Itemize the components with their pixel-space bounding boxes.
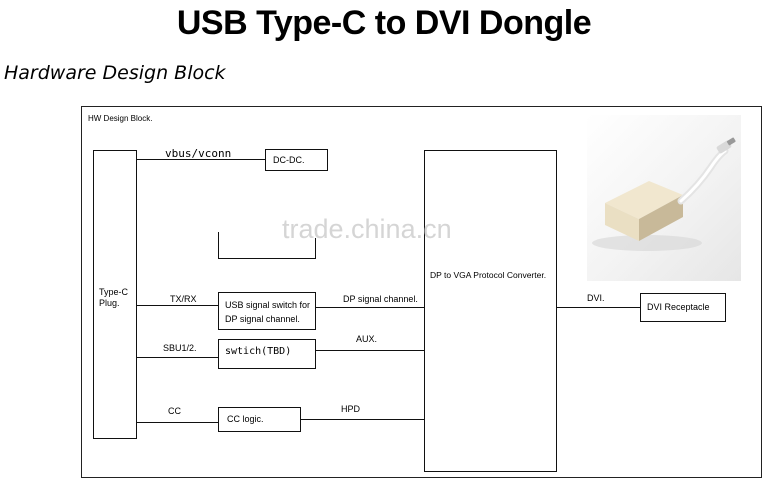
cc-line (137, 422, 218, 423)
dp-vga-converter-block (424, 150, 557, 472)
aux-label: AUX. (356, 334, 378, 344)
sbu-line (137, 357, 218, 358)
product-photo (587, 115, 741, 281)
cc-label: CC (168, 406, 181, 416)
empty-box-bottom (218, 258, 316, 259)
watermark: trade.china.cn (282, 214, 452, 244)
dp-channel-label: DP signal channel. (343, 294, 418, 304)
hpd-line (301, 419, 424, 420)
frame-label: HW Design Block. (88, 114, 153, 123)
vbus-label: vbus/vconn (165, 147, 232, 160)
empty-box-left (218, 232, 219, 259)
cc-logic-label: CC logic. (227, 414, 264, 424)
usb-switch-block (218, 292, 316, 330)
page-subtitle: Hardware Design Block (4, 62, 226, 84)
dvi-label: DVI. (587, 293, 605, 303)
dvi-receptacle-block (640, 293, 726, 322)
page-title: USB Type-C to DVI Dongle (176, 4, 592, 42)
aux-line (316, 350, 424, 351)
swtich-label: swtich(TBD) (225, 346, 292, 357)
usb-switch-label-line1: USB signal switch for (225, 300, 311, 310)
hw-design-frame (81, 106, 762, 478)
dp-vga-converter-label: DP to VGA Protocol Converter. (430, 270, 547, 280)
vbus-line (137, 159, 265, 160)
dc-dc-block (265, 149, 328, 171)
dc-dc-label: DC-DC. (273, 155, 305, 165)
sbu-label: SBU1/2. (163, 343, 197, 353)
swtich-block (218, 339, 316, 369)
empty-box-right (315, 238, 316, 259)
tx-rx-label: TX/RX (170, 294, 197, 304)
dvi-line (557, 307, 640, 308)
usb-switch-label-line2: DP signal channel. (225, 314, 300, 324)
hpd-label: HPD (341, 404, 361, 414)
type-c-plug-block (93, 150, 137, 439)
dp-channel-line (316, 307, 424, 308)
cc-logic-block (218, 407, 301, 432)
tx-rx-line (137, 305, 218, 306)
dongle-image (592, 137, 736, 251)
type-c-plug-label: Type-C Plug. (99, 287, 129, 308)
dvi-receptacle-label: DVI Receptacle (647, 302, 710, 312)
